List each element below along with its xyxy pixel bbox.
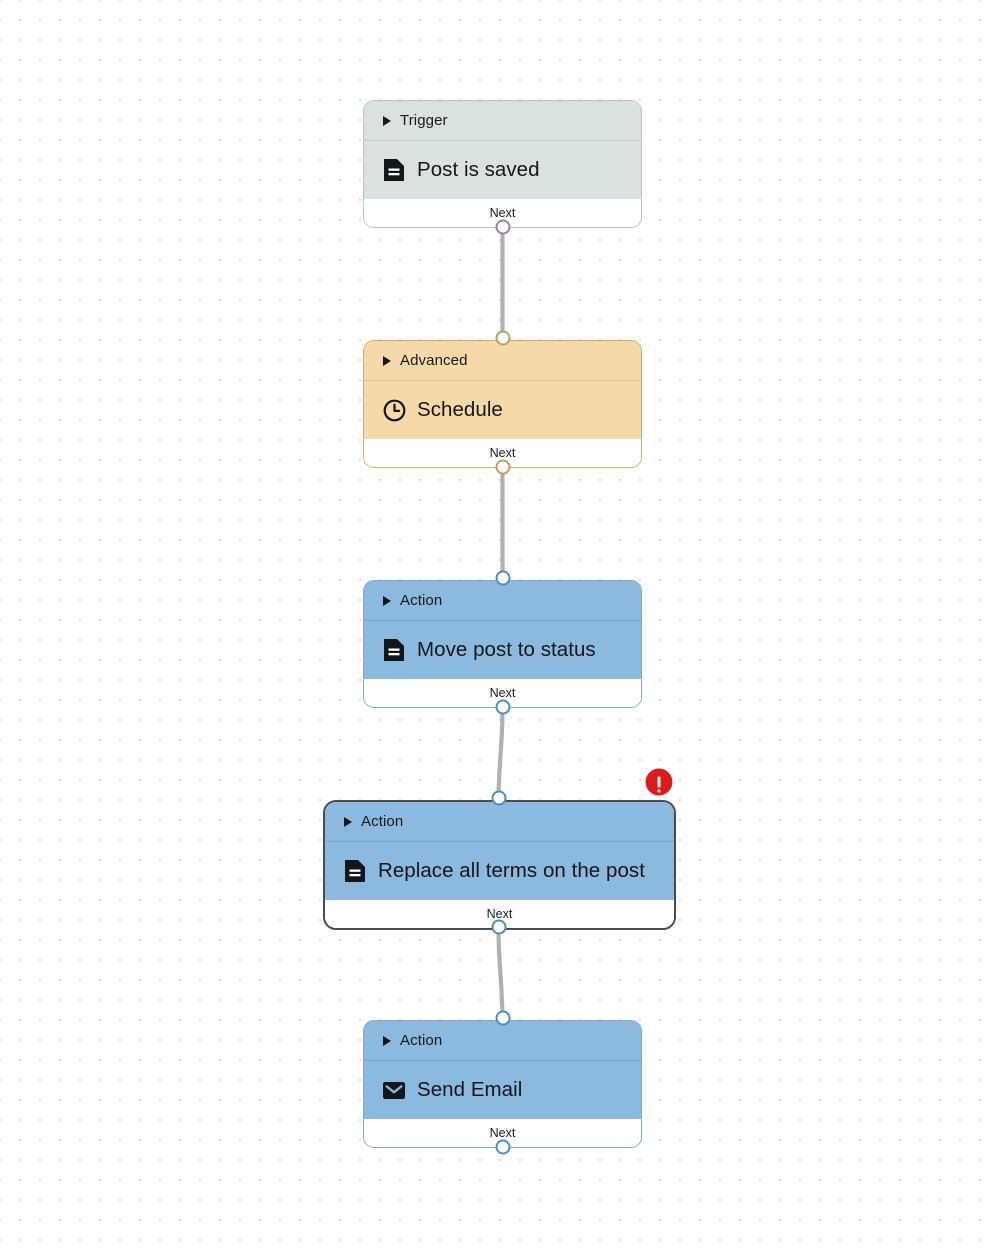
workflow-node-send-email[interactable]: Action Send Email Next bbox=[363, 1020, 642, 1148]
connector-replace-terms-to-send-email bbox=[496, 924, 505, 1021]
node-body-replace-terms[interactable]: Replace all terms on the post bbox=[325, 842, 674, 900]
clock-icon bbox=[382, 398, 406, 422]
node-header-move-post[interactable]: Action bbox=[364, 581, 641, 621]
chevron-right-icon[interactable] bbox=[383, 595, 391, 606]
workflow-node-replace-terms[interactable]: Action Replace all terms on the post Nex… bbox=[323, 800, 676, 930]
connector-move-post-to-replace-terms bbox=[496, 704, 505, 801]
node-title: Send Email bbox=[417, 1078, 523, 1101]
node-port-advanced-out[interactable] bbox=[495, 459, 510, 475]
node-body-trigger[interactable]: Post is saved bbox=[364, 141, 641, 199]
node-port-send-email-out[interactable] bbox=[495, 1139, 510, 1155]
node-category-label: Action bbox=[400, 1032, 443, 1049]
node-body-advanced[interactable]: Schedule bbox=[364, 381, 641, 439]
node-category-label: Advanced bbox=[400, 352, 468, 369]
node-title: Replace all terms on the post bbox=[378, 859, 645, 882]
document-icon bbox=[382, 638, 406, 662]
node-port-trigger-out[interactable] bbox=[495, 219, 510, 235]
node-title: Schedule bbox=[417, 398, 503, 421]
node-body-send-email[interactable]: Send Email bbox=[364, 1061, 641, 1119]
document-icon bbox=[382, 158, 406, 182]
node-title: Post is saved bbox=[417, 158, 540, 181]
node-body-move-post[interactable]: Move post to status bbox=[364, 621, 641, 679]
node-title: Move post to status bbox=[417, 638, 596, 661]
workflow-node-advanced[interactable]: Advanced Schedule Next bbox=[363, 340, 642, 468]
node-category-label: Trigger bbox=[400, 112, 448, 129]
workflow-node-trigger[interactable]: Trigger Post is saved Next bbox=[363, 100, 642, 228]
chevron-right-icon[interactable] bbox=[383, 115, 391, 126]
chevron-right-icon[interactable] bbox=[383, 1035, 391, 1046]
error-badge-icon[interactable] bbox=[645, 768, 673, 796]
node-port-move-post-in[interactable] bbox=[495, 570, 510, 586]
node-category-label: Action bbox=[361, 813, 404, 830]
chevron-right-icon[interactable] bbox=[344, 816, 352, 827]
exclamation-glyph bbox=[657, 776, 661, 793]
chevron-right-icon[interactable] bbox=[383, 355, 391, 366]
node-port-move-post-out[interactable] bbox=[495, 699, 510, 715]
node-port-replace-terms-out[interactable] bbox=[491, 919, 506, 935]
node-header-trigger[interactable]: Trigger bbox=[364, 101, 641, 141]
node-header-send-email[interactable]: Action bbox=[364, 1021, 641, 1061]
workflow-node-move-post[interactable]: Action Move post to status Next bbox=[363, 580, 642, 708]
document-icon bbox=[343, 859, 367, 883]
node-header-replace-terms[interactable]: Action bbox=[325, 802, 674, 842]
envelope-icon bbox=[382, 1078, 406, 1102]
node-category-label: Action bbox=[400, 592, 443, 609]
node-port-advanced-in[interactable] bbox=[495, 330, 510, 346]
node-port-replace-terms-in[interactable] bbox=[491, 790, 506, 806]
node-port-send-email-in[interactable] bbox=[495, 1010, 510, 1026]
node-header-advanced[interactable]: Advanced bbox=[364, 341, 641, 381]
